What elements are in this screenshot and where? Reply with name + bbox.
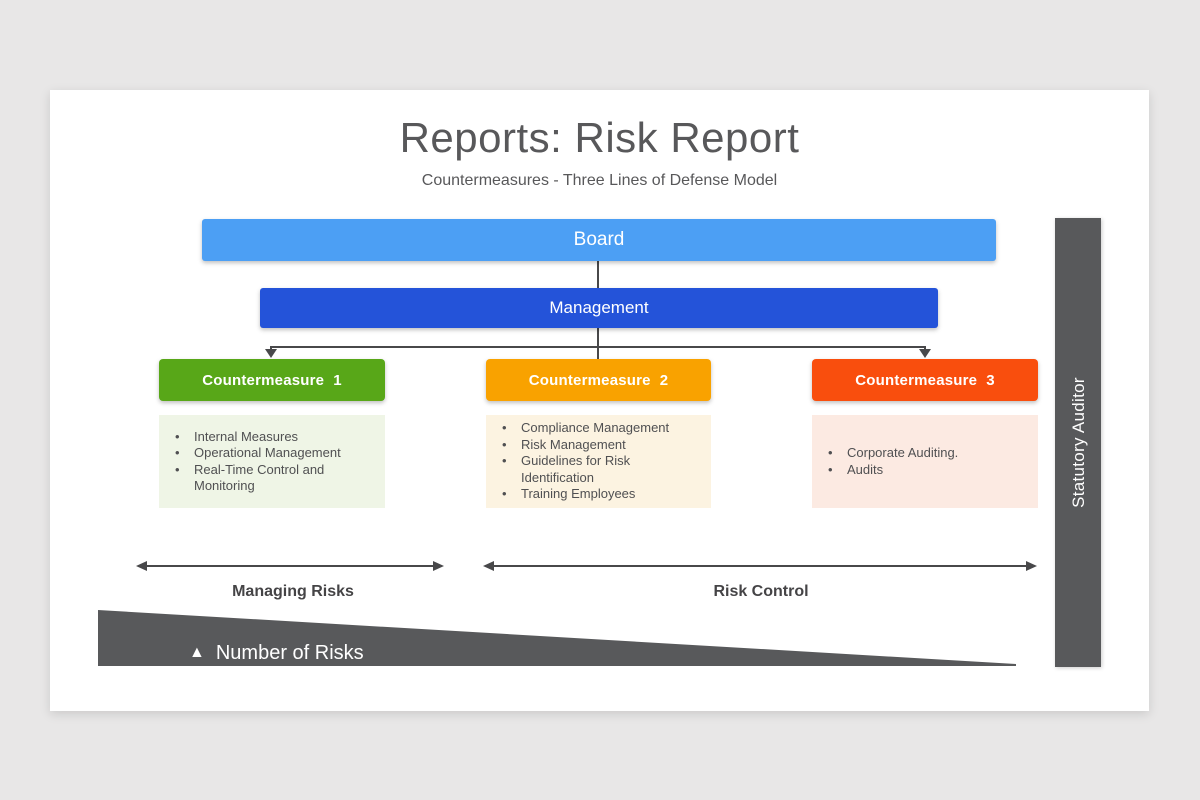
countermeasure-2-number: 2 bbox=[659, 371, 669, 389]
countermeasure-1-list: •Internal Measures •Operational Manageme… bbox=[159, 415, 385, 508]
bullet-icon: • bbox=[502, 486, 507, 502]
countermeasure-1-header: Countermeasure 1 bbox=[159, 359, 385, 401]
number-of-risks-text: Number of Risks bbox=[215, 642, 364, 664]
bullet-icon: • bbox=[502, 453, 507, 469]
page-title: Reports: Risk Report bbox=[399, 114, 800, 161]
board-bar: Board bbox=[202, 219, 996, 261]
list-item: •Compliance Management bbox=[502, 420, 670, 436]
management-label: Management bbox=[549, 298, 649, 317]
countermeasure-3-header: Countermeasure 3 bbox=[812, 359, 1038, 401]
countermeasure-3-number: 3 bbox=[986, 371, 995, 389]
countermeasure-2-list: •Compliance Management •Risk Management … bbox=[486, 415, 711, 508]
list-item: •Operational Management bbox=[175, 445, 341, 460]
list-item: •Corporate Auditing. bbox=[828, 445, 959, 460]
bullet-icon: • bbox=[828, 461, 833, 477]
management-bar: Management bbox=[260, 288, 938, 328]
list-item: •Internal Measures bbox=[175, 428, 299, 444]
triangle-up-icon: ▲ bbox=[189, 644, 205, 661]
list-item: •Training Employees bbox=[502, 486, 636, 502]
page-subtitle: Countermeasures - Three Lines of Defense… bbox=[421, 172, 778, 189]
countermeasure-1-number: 1 bbox=[333, 371, 342, 389]
statutory-auditor-label: Statutory Auditor bbox=[1069, 377, 1088, 508]
managing-risks-label: Managing Risks bbox=[232, 583, 354, 600]
number-of-risks-label: ▲ Number of Risks bbox=[189, 641, 364, 665]
countermeasure-2-title: Countermeasure bbox=[528, 371, 651, 389]
list-item: •Real-Time Control and Monitoring bbox=[175, 461, 325, 494]
list-item: •Guidelines for Risk Identification bbox=[502, 453, 631, 485]
countermeasure-1-title: Countermeasure bbox=[202, 371, 325, 389]
bullet-icon: • bbox=[175, 461, 180, 477]
bullet-icon: • bbox=[175, 445, 180, 460]
bullet-icon: • bbox=[502, 420, 507, 436]
bullet-icon: • bbox=[502, 436, 507, 452]
list-item: •Audits bbox=[828, 461, 884, 477]
risk-control-label: Risk Control bbox=[713, 583, 809, 600]
board-label: Board bbox=[573, 229, 625, 250]
bullet-icon: • bbox=[175, 428, 180, 444]
countermeasure-3-title: Countermeasure bbox=[855, 371, 978, 389]
statutory-auditor-bar bbox=[1055, 218, 1101, 667]
countermeasure-3-list: •Corporate Auditing. •Audits bbox=[812, 415, 1038, 508]
bullet-icon: • bbox=[828, 445, 833, 460]
countermeasure-2-header: Countermeasure 2 bbox=[486, 359, 711, 401]
list-item: •Risk Management bbox=[502, 436, 626, 452]
